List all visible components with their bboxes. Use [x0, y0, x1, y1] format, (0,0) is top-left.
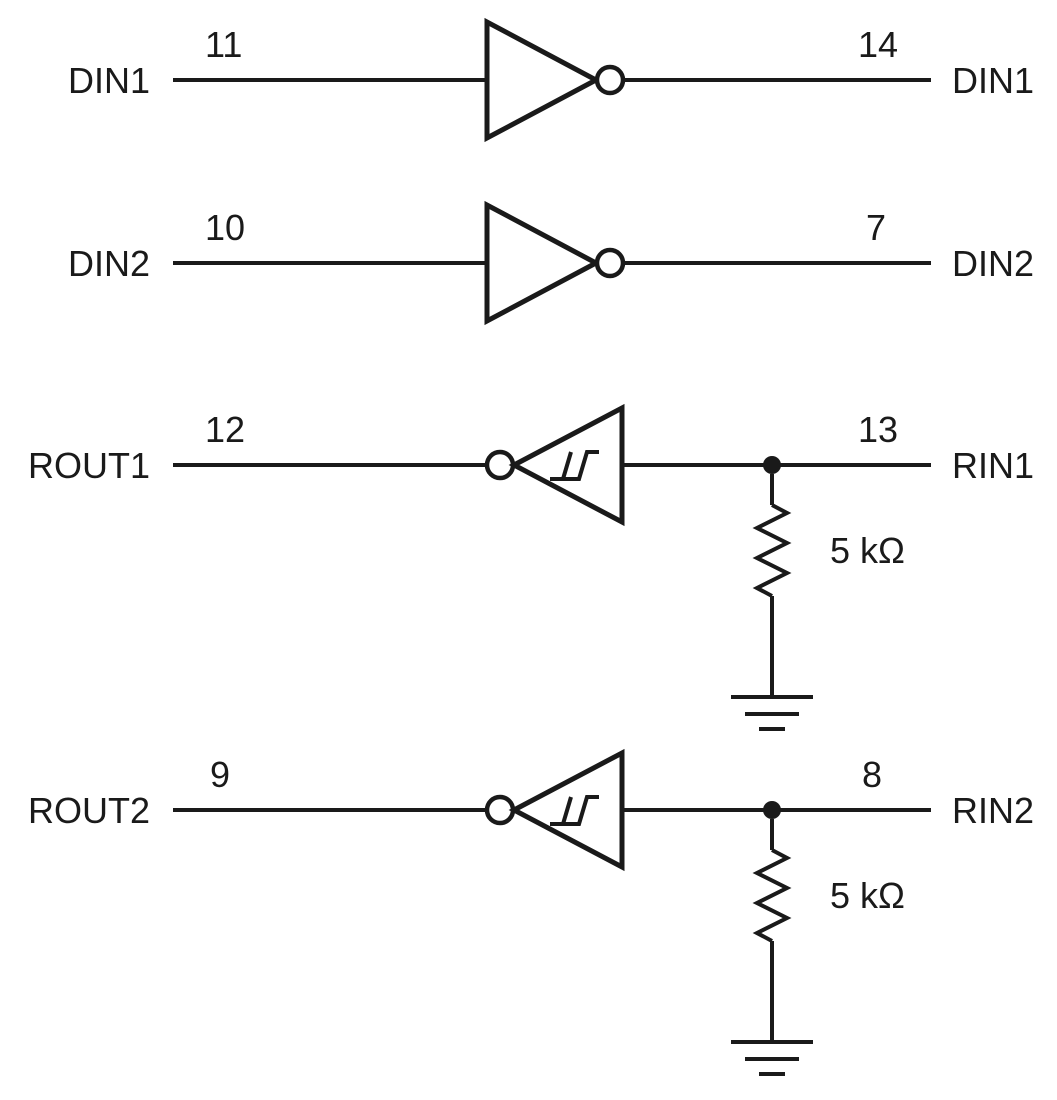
ground-icon [731, 695, 813, 731]
inverter-gate-icon [484, 200, 602, 326]
net-label-left: ROUT2 [28, 790, 150, 831]
ground-icon [731, 1040, 813, 1076]
inverter-bubble-icon [594, 247, 626, 279]
net-label-left: ROUT1 [28, 445, 150, 486]
pin-number-right: 7 [866, 207, 886, 248]
inverter-gate-icon [484, 17, 602, 143]
schmitt-hysteresis-icon [561, 451, 573, 480]
pin-number-left: 12 [205, 409, 245, 450]
net-label-left: DIN1 [68, 60, 150, 101]
net-label-right: RIN1 [952, 445, 1034, 486]
junction-dot [763, 456, 781, 474]
schmitt-hysteresis-icon [561, 796, 573, 825]
net-label-right: RIN2 [952, 790, 1034, 831]
pin-number-right: 14 [858, 24, 898, 65]
pin-number-right: 8 [862, 754, 882, 795]
channel-din2: DIN2 10 7 DIN2 [68, 200, 1034, 326]
resistor-icon [752, 848, 792, 943]
resistor-icon [752, 503, 792, 598]
channel-rout1: ROUT1 12 13 RIN1 5 kΩ [28, 403, 1034, 731]
pin-number-left: 11 [205, 24, 242, 65]
net-label-right: DIN1 [952, 60, 1034, 101]
net-label-left: DIN2 [68, 243, 150, 284]
channel-rout2: ROUT2 9 8 RIN2 5 kΩ [28, 748, 1034, 1076]
junction-dot [763, 801, 781, 819]
pin-number-left: 10 [205, 207, 245, 248]
pin-number-right: 13 [858, 409, 898, 450]
net-label-right: DIN2 [952, 243, 1034, 284]
resistor-label: 5 kΩ [830, 530, 905, 571]
inverter-bubble-icon [594, 64, 626, 96]
channel-din1: DIN1 11 14 DIN1 [68, 17, 1034, 143]
pin-number-left: 9 [210, 754, 230, 795]
resistor-label: 5 kΩ [830, 875, 905, 916]
